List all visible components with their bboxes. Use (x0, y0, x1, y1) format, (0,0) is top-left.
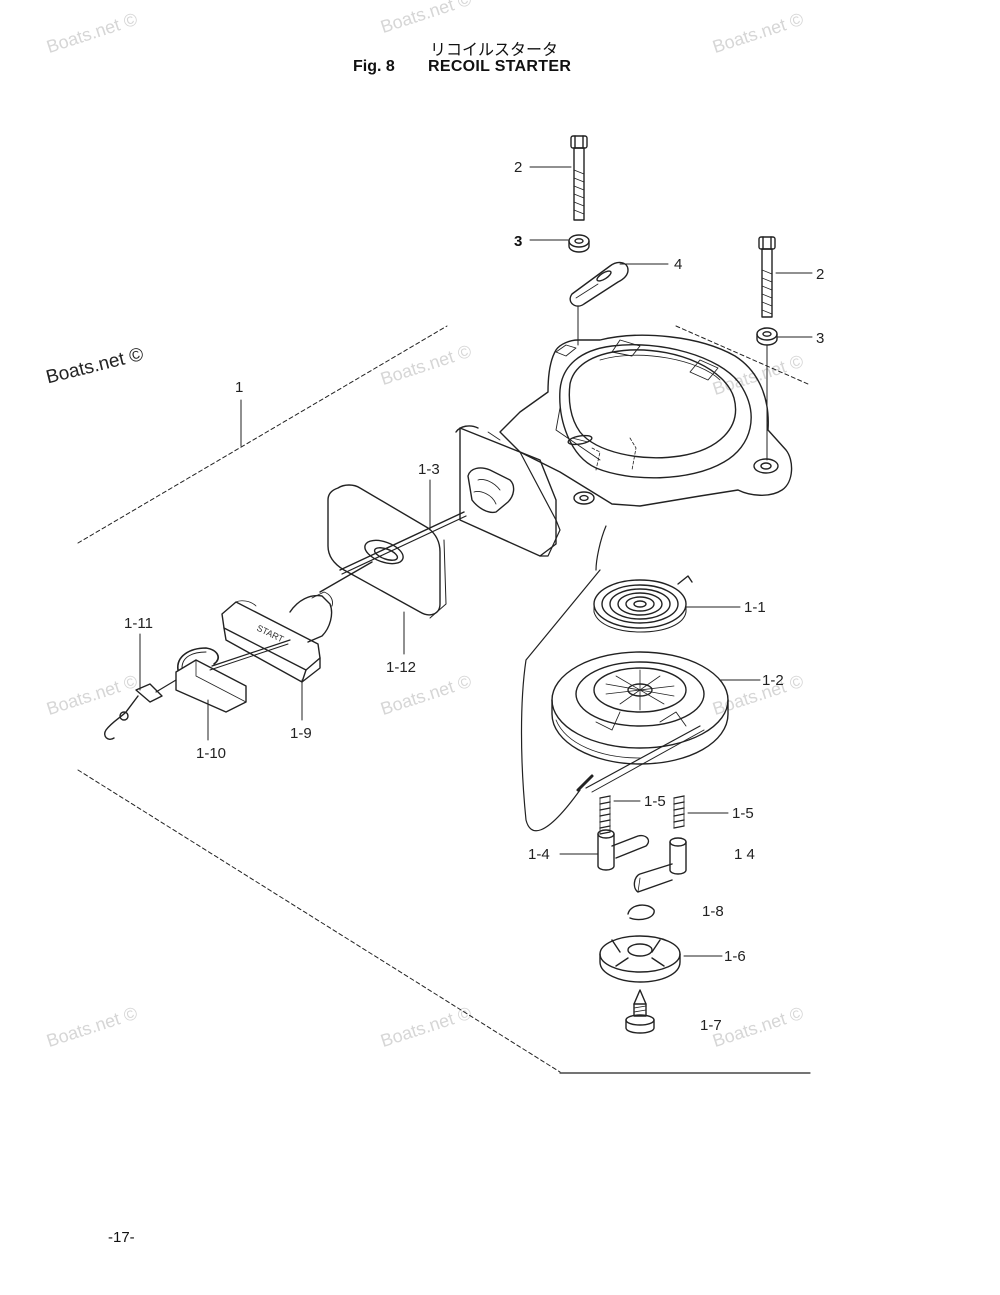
title-jp-text: リコイルスタータ (430, 40, 559, 59)
pawl-left (597, 829, 650, 871)
recoil-spring (593, 575, 693, 633)
callout-1-5-left: 1-5 (644, 793, 666, 810)
rope-reel (551, 651, 729, 793)
callout-1-6: 1-6 (724, 948, 746, 965)
starter-rope (319, 511, 607, 832)
callout-4: 4 (674, 256, 682, 273)
rope-guide (455, 425, 557, 557)
callout-1-4-right: 1 4 (734, 846, 755, 863)
assembly-boundary (77, 325, 809, 1073)
callout-1-5-right: 1-5 (732, 805, 754, 822)
bolt-right (758, 236, 776, 318)
svg-text:START: START (255, 623, 286, 645)
callout-1-4-left: 1-4 (528, 846, 550, 863)
pawl-right (633, 837, 687, 893)
ratchet-plate (599, 935, 681, 983)
pawl-spring-left (599, 795, 611, 835)
rope-end (209, 643, 289, 671)
handle-grip-insert (175, 647, 247, 713)
callout-2-right: 2 (816, 266, 824, 283)
rope-end (211, 639, 291, 667)
callout-1-8: 1-8 (702, 903, 724, 920)
starter-handle: START (221, 591, 333, 683)
callout-3-right: 3 (816, 330, 824, 347)
pawl-spring-right (673, 795, 685, 829)
callout-1-7: 1-7 (700, 1017, 722, 1034)
callout-1-2: 1-2 (762, 672, 784, 689)
callout-1-11: 1-11 (124, 615, 153, 632)
rope-guide-plate (327, 484, 447, 619)
washer-top (568, 234, 590, 253)
page-number: -17- (108, 1229, 135, 1246)
callout-1: 1 (235, 379, 243, 396)
figure-number: Fig. 8 (353, 58, 395, 75)
callout-1-10: 1-10 (196, 745, 226, 762)
starter-case (499, 334, 793, 557)
callout-1-3: 1-3 (418, 461, 440, 478)
washer-right (756, 327, 778, 346)
figure-title: RECOIL STARTER (428, 58, 572, 75)
callout-1-12: 1-12 (386, 659, 416, 676)
clip-plate (569, 261, 629, 307)
bolt-top (570, 135, 588, 221)
rope-hook (104, 679, 177, 740)
leader-lines (139, 166, 813, 957)
callout-1-1: 1-1 (744, 599, 766, 616)
callout-3-top: 3 (514, 233, 522, 250)
retaining-ring (627, 904, 655, 921)
center-screw (625, 989, 655, 1034)
callout-2-top: 2 (514, 159, 522, 176)
callout-1-9: 1-9 (290, 725, 312, 742)
